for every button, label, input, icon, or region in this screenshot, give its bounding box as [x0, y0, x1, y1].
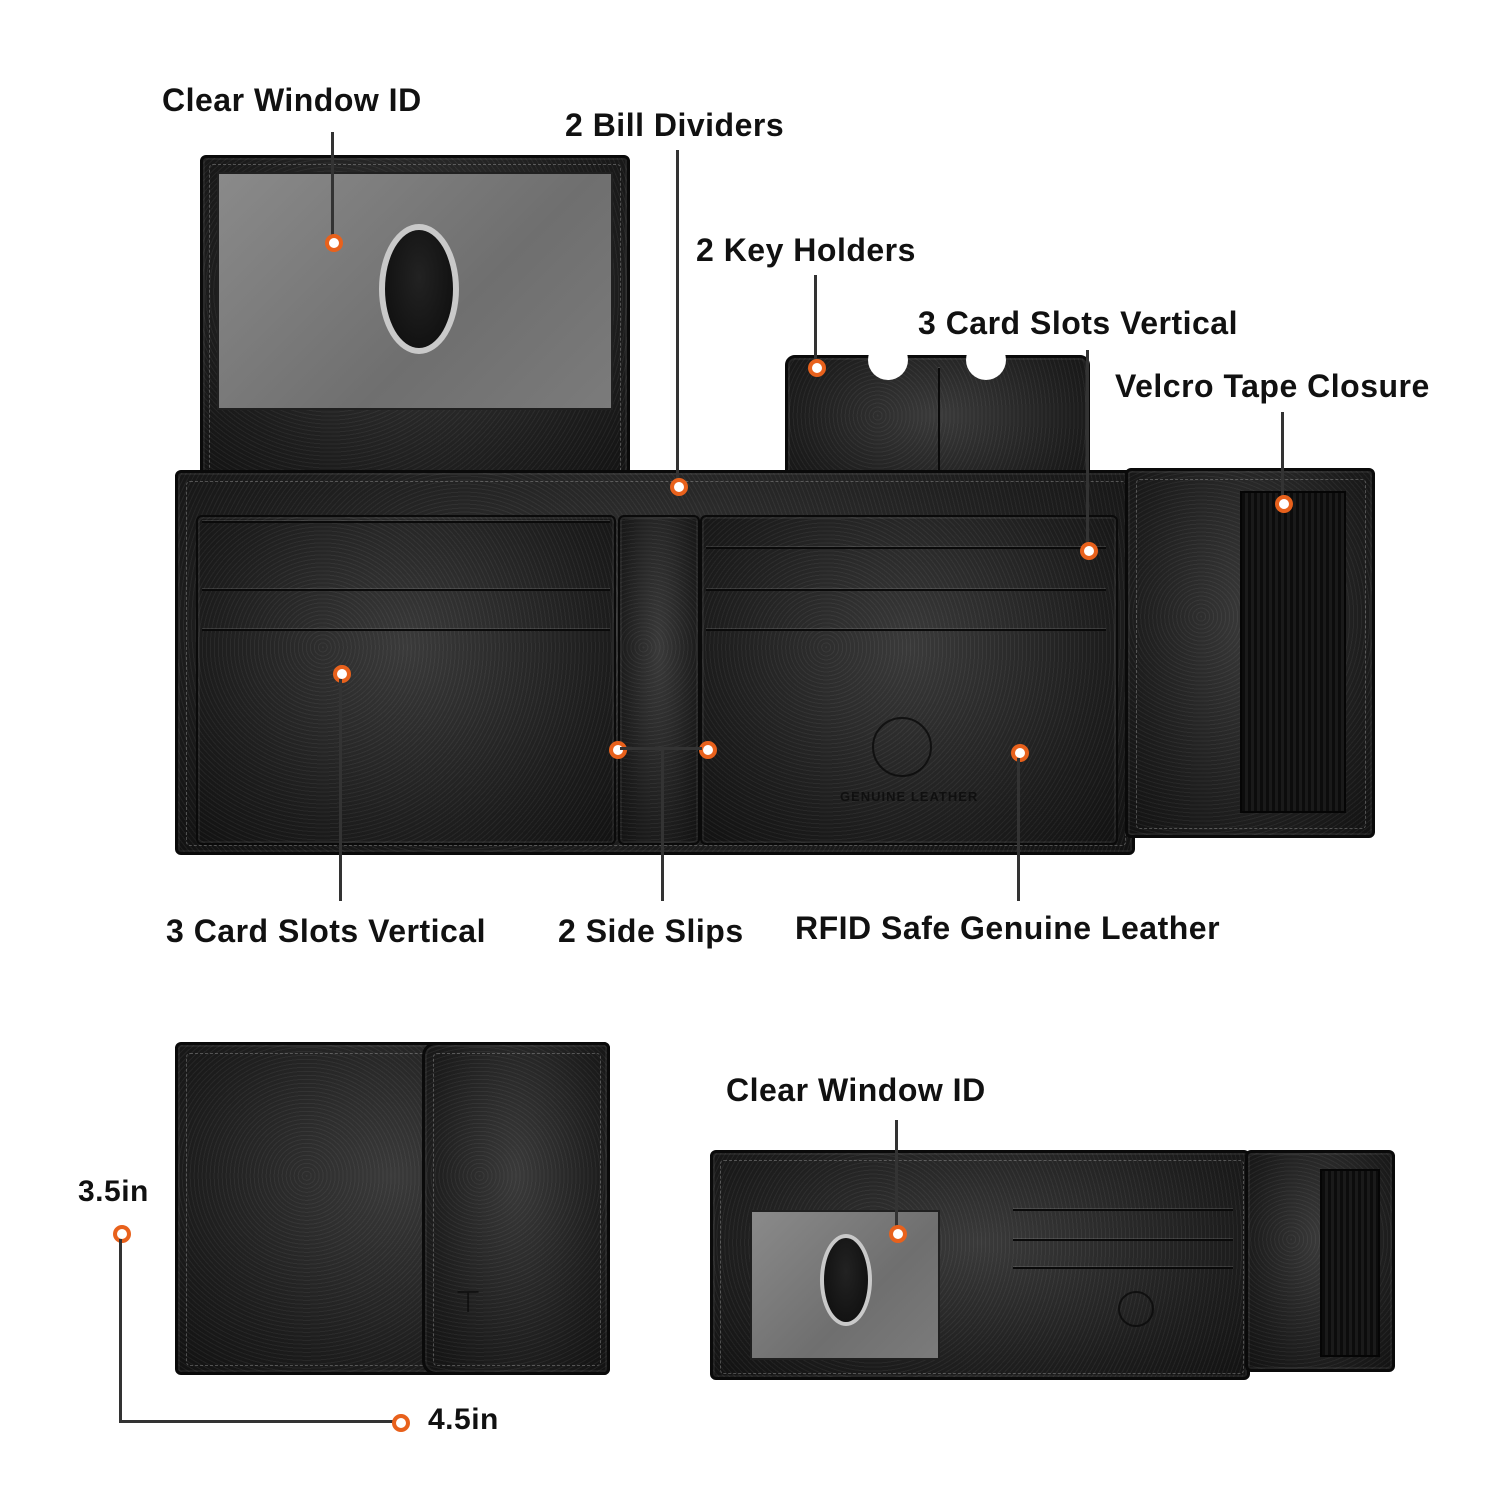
- label-clear-window-id-bottom: Clear Window ID: [726, 1072, 986, 1108]
- leader-line: [331, 132, 334, 240]
- callout-dot: [670, 478, 688, 496]
- leader-line: [814, 275, 817, 363]
- leader-line: [1086, 350, 1089, 546]
- callout-dot: [609, 741, 627, 759]
- id-flap: [200, 155, 630, 495]
- left-card-panel: [196, 515, 616, 845]
- label-width: 4.5in: [428, 1403, 499, 1436]
- callout-dot: [1011, 744, 1029, 762]
- callout-dot: [1275, 495, 1293, 513]
- card-slot: [202, 629, 610, 633]
- card-slot: [202, 521, 610, 525]
- callout-dot: [113, 1225, 131, 1243]
- id-window: [217, 172, 613, 410]
- leader-line: [620, 747, 702, 750]
- card-slot: [706, 589, 1106, 593]
- label-card-slots-vertical-left: 3 Card Slots Vertical: [166, 913, 486, 949]
- label-velcro-closure: Velcro Tape Closure: [1115, 368, 1430, 404]
- callout-dot: [808, 359, 826, 377]
- velcro-strip: [1240, 491, 1346, 813]
- label-key-holders: 2 Key Holders: [696, 232, 916, 268]
- label-side-slips: 2 Side Slips: [558, 913, 744, 949]
- callout-dot: [325, 234, 343, 252]
- card-slot: [1013, 1267, 1233, 1271]
- stitching: [433, 1053, 601, 1366]
- leader-line: [339, 679, 342, 901]
- velcro-flap: [1125, 468, 1375, 838]
- stitching: [1136, 479, 1366, 829]
- label-card-slots-vertical-right: 3 Card Slots Vertical: [918, 305, 1238, 341]
- leader-line: [676, 150, 679, 480]
- brand-mark: ⊤: [455, 1286, 483, 1319]
- label-rfid-leather: RFID Safe Genuine Leather: [795, 910, 1221, 946]
- card-slot: [1013, 1239, 1233, 1243]
- callout-dot: [333, 665, 351, 683]
- leader-line: [1281, 412, 1284, 500]
- leader-line: [119, 1420, 394, 1423]
- brand-logo-emboss: [872, 717, 932, 777]
- label-bill-dividers: 2 Bill Dividers: [565, 107, 785, 143]
- label-clear-window-id: Clear Window ID: [162, 82, 422, 118]
- id-window-cutout: [379, 224, 459, 354]
- key-notch: [868, 340, 908, 380]
- id-window-small: [750, 1210, 940, 1360]
- stitching: [720, 1160, 1244, 1374]
- wallet-body-small: [710, 1150, 1250, 1380]
- leader-line: [1017, 758, 1020, 901]
- wallet-main-body: GENUINE LEATHER: [175, 470, 1135, 855]
- card-slot: [1013, 1209, 1233, 1213]
- right-card-panel: GENUINE LEATHER: [700, 515, 1118, 845]
- velcro-flap-small: [1245, 1150, 1395, 1372]
- id-window-cutout: [820, 1234, 872, 1326]
- callout-dot: [889, 1225, 907, 1243]
- emboss-text: GENUINE LEATHER: [840, 789, 979, 804]
- stitching: [209, 164, 621, 486]
- callout-dot: [392, 1414, 410, 1432]
- callout-dot: [699, 741, 717, 759]
- card-slot: [706, 629, 1106, 633]
- card-slot: [706, 547, 1106, 551]
- card-slot: [202, 589, 610, 593]
- leader-line: [895, 1120, 898, 1228]
- key-notch: [966, 340, 1006, 380]
- key-divider: [938, 368, 940, 498]
- callout-dot: [1080, 542, 1098, 560]
- leader-line: [119, 1239, 122, 1422]
- brand-logo-emboss: [1118, 1291, 1154, 1327]
- velcro-strip: [1320, 1169, 1380, 1357]
- label-height: 3.5in: [78, 1175, 149, 1208]
- side-slip-panel: [618, 515, 700, 845]
- closed-wallet-flap: [422, 1042, 610, 1375]
- leader-line: [661, 749, 664, 901]
